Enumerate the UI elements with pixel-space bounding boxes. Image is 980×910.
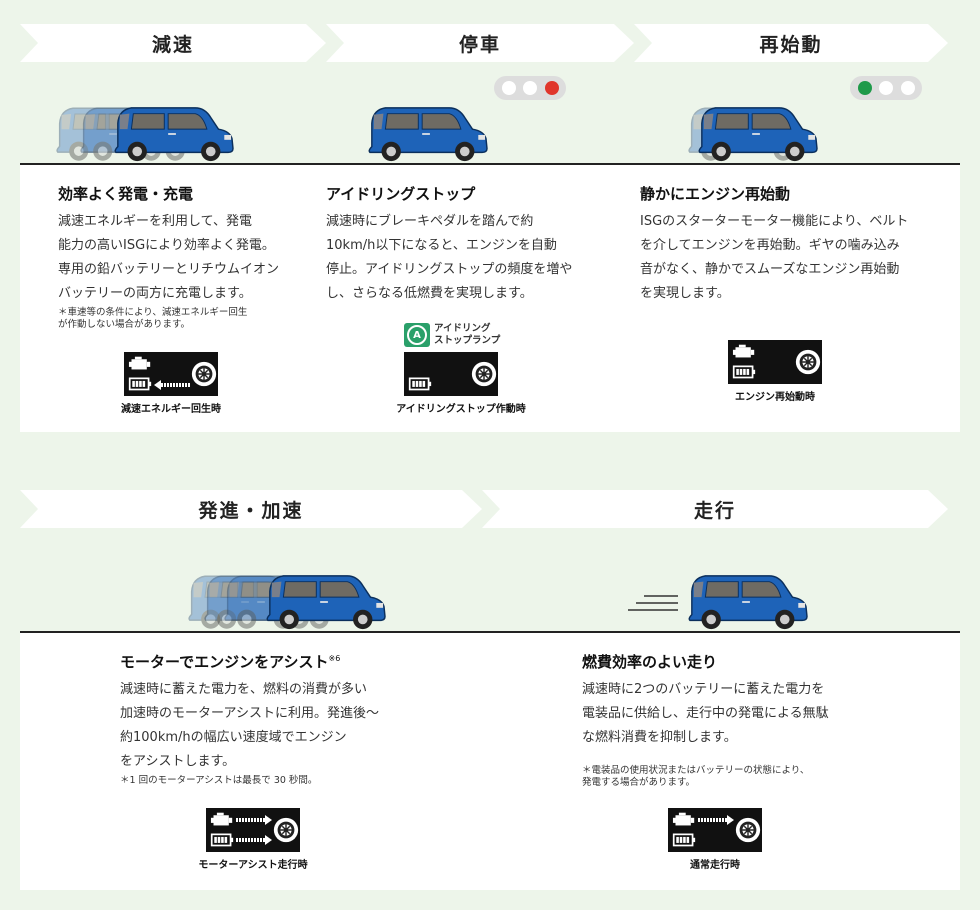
section-note: ＊電装品の使用状況またはバッテリーの状態により、 発電する場合があります。 bbox=[582, 765, 809, 789]
body-line: をアシストします。 bbox=[120, 754, 236, 769]
lamp-label: アイドリング ストップランプ bbox=[434, 323, 500, 347]
stage-label: 走行 bbox=[693, 499, 736, 522]
traffic-signal-icon bbox=[850, 76, 922, 100]
section-heading: アイドリングストップ bbox=[326, 185, 476, 203]
road-line bbox=[20, 163, 960, 165]
chevron-banner-icon bbox=[20, 24, 326, 62]
regen-diagram bbox=[124, 352, 218, 396]
chevron-banner-icon bbox=[326, 24, 634, 62]
section-body: 減速時に2つのバッテリーに蓄えた電力を 電装品に供給し、走行中の発電による無駄 … bbox=[582, 678, 872, 750]
normal-driving-diagram bbox=[668, 808, 762, 852]
note-line: ＊電装品の使用状況またはバッテリーの状態により、 bbox=[582, 765, 810, 776]
body-line: を実現します。 bbox=[640, 286, 730, 301]
bottom-panel bbox=[20, 632, 960, 890]
stage-label: 減速 bbox=[151, 33, 194, 56]
section-note: ＊車速等の条件により、減速エネルギー回生 が作動しない場合があります。 bbox=[58, 307, 247, 331]
body-line: 減速時に蓄えた電力を、燃料の消費が多い bbox=[120, 682, 368, 697]
traffic-signal-icon bbox=[494, 76, 566, 100]
body-line: 減速時にブレーキペダルを踏んで約 bbox=[326, 214, 534, 229]
section-heading: 燃費効率のよい走り bbox=[582, 653, 718, 671]
car-icon bbox=[694, 104, 820, 164]
stage-banner-stop: 停車 bbox=[326, 24, 634, 62]
body-line: し、さらなる低燃費を実現します。 bbox=[326, 286, 533, 301]
body-line: バッテリーの両方に充電します。 bbox=[58, 286, 252, 301]
note-line: ＊車速等の条件により、減速エネルギー回生 bbox=[58, 307, 248, 318]
diagram-caption: アイドリングストップ作動時 bbox=[396, 404, 526, 415]
diagram-caption: 減速エネルギー回生時 bbox=[121, 404, 221, 415]
diagram-caption: モーターアシスト走行時 bbox=[198, 860, 308, 871]
stage-banner-deceleration: 減速 bbox=[20, 24, 326, 62]
lamp-label-line: アイドリング bbox=[434, 323, 491, 334]
diagram-caption: 通常走行時 bbox=[690, 860, 740, 871]
section-heading: モーターでエンジンをアシスト※6 bbox=[120, 651, 340, 672]
chevron-banner-icon bbox=[20, 490, 482, 528]
body-line: 専用の鉛バッテリーとリチウムイオン bbox=[58, 262, 280, 277]
lamp-label-line: ストップランプ bbox=[434, 335, 501, 346]
chevron-banner-icon bbox=[482, 490, 948, 528]
section-body: 減速時にブレーキペダルを踏んで約 10km/h以下になると、エンジンを自動 停止… bbox=[326, 210, 586, 306]
road-line bbox=[20, 631, 960, 633]
lamp-glyph: A bbox=[407, 325, 427, 345]
section-heading: 効率よく発電・充電 bbox=[58, 185, 194, 203]
body-line: 停止。アイドリングストップの頻度を増や bbox=[326, 262, 573, 277]
stage-banner-cruising: 走行 bbox=[482, 490, 948, 528]
car-icon bbox=[364, 104, 490, 164]
body-line: 約100km/hの幅広い速度域でエンジン bbox=[120, 730, 347, 745]
note-line: 発電する場合があります。 bbox=[582, 777, 696, 788]
section-body: ISGのスターターモーター機能により、ベルト を介してエンジンを再始動。ギヤの噛… bbox=[640, 210, 930, 306]
section-heading: 静かにエンジン再始動 bbox=[640, 185, 791, 203]
stage-label: 停車 bbox=[458, 33, 501, 56]
body-line: を介してエンジンを再始動。ギヤの噛み込み bbox=[640, 238, 900, 253]
body-line: 減速時に2つのバッテリーに蓄えた電力を bbox=[582, 682, 825, 697]
body-line: 10km/h以下になると、エンジンを自動 bbox=[326, 238, 557, 253]
car-icon bbox=[262, 572, 388, 632]
restart-diagram bbox=[728, 340, 822, 384]
diagram-caption: エンジン再始動時 bbox=[735, 392, 815, 403]
body-line: 電装品に供給し、走行中の発電による無駄 bbox=[582, 706, 829, 721]
note-line: が作動しない場合があります。 bbox=[58, 319, 191, 330]
idling-stop-diagram bbox=[404, 352, 498, 396]
note-line: ＊1 回のモーターアシストは最長で 30 秒間。 bbox=[120, 775, 318, 786]
car-icon bbox=[684, 572, 810, 632]
section-note: ＊1 回のモーターアシストは最長で 30 秒間。 bbox=[120, 775, 317, 787]
chevron-banner-icon bbox=[634, 24, 948, 62]
body-line: 音がなく、静かでスムーズなエンジン再始動 bbox=[640, 262, 900, 277]
stage-label: 発進・加速 bbox=[198, 499, 304, 522]
motor-assist-diagram bbox=[206, 808, 300, 852]
stage-label: 再始動 bbox=[759, 33, 823, 56]
stage-banner-start-accel: 発進・加速 bbox=[20, 490, 482, 528]
stage-banner-restart: 再始動 bbox=[634, 24, 948, 62]
body-line: 加速時のモーターアシストに利用。発進後～ bbox=[120, 706, 379, 721]
heading-footnote-mark: ※6 bbox=[328, 654, 341, 663]
section-body: 減速時に蓄えた電力を、燃料の消費が多い 加速時のモーターアシストに利用。発進後～… bbox=[120, 678, 410, 774]
heading-text: モーターでエンジンをアシスト bbox=[120, 653, 329, 671]
body-line: 減速エネルギーを利用して、発電 bbox=[58, 214, 252, 229]
car-icon bbox=[110, 104, 236, 164]
body-line: ISGのスターターモーター機能により、ベルト bbox=[640, 214, 909, 229]
body-line: な燃料消費を抑制します。 bbox=[582, 730, 737, 745]
body-line: 能力の高いISGにより効率よく発電。 bbox=[58, 238, 275, 253]
idling-stop-lamp-icon: A bbox=[404, 323, 430, 347]
speed-lines-icon bbox=[628, 595, 678, 611]
section-body: 減速エネルギーを利用して、発電 能力の高いISGにより効率よく発電。 専用の鉛バ… bbox=[58, 210, 308, 306]
